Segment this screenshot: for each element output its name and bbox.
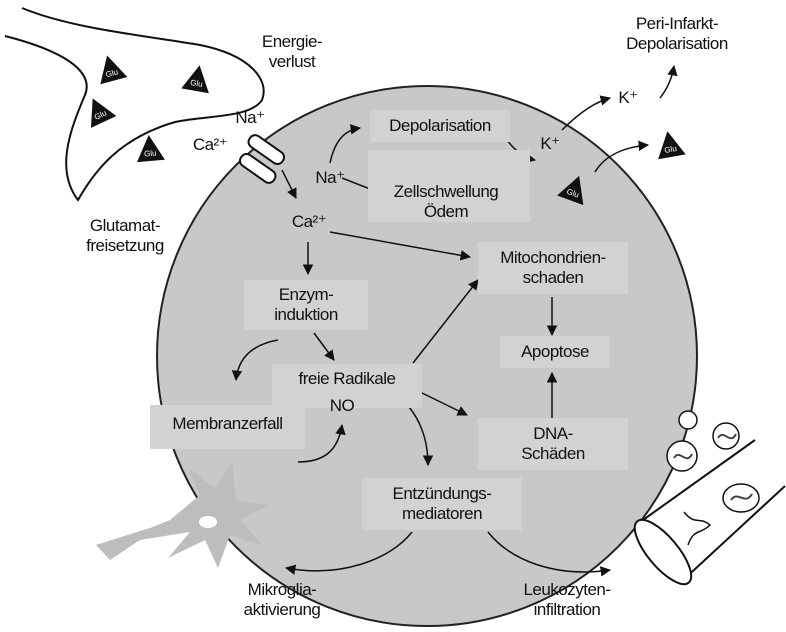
label-ca-inner: Ca²⁺ (285, 212, 333, 232)
presynaptic-terminal (5, 8, 264, 200)
arrow-k-out (562, 98, 610, 130)
label-mitochondrien: Mitochondrien-schaden (478, 248, 628, 288)
microglia-nucleus (199, 516, 217, 528)
label-na-outer: Na⁺ (230, 108, 270, 128)
label-mikroglia: Mikroglia-aktivierung (222, 580, 342, 620)
label-dna: DNA-Schäden (478, 424, 628, 464)
label-peri-infarkt: Peri-Infarkt-Depolarisation (602, 14, 752, 54)
label-k-outer: K⁺ (610, 88, 646, 108)
glu-label: Glu (144, 148, 157, 158)
glu-triangle: Glu (135, 134, 165, 162)
label-depolarisation: Depolarisation (370, 116, 510, 136)
arrow-peri-infarkt (660, 66, 674, 98)
label-freie-radikale: freie Radikale (272, 369, 422, 389)
label-no: NO (320, 396, 364, 416)
label-ca-outer: Ca²⁺ (186, 135, 234, 155)
label-entzuendung: Entzündungs-mediatoren (362, 484, 522, 524)
label-membranzerfall: Membranzerfall (150, 414, 305, 434)
label-na-inner: Na⁺ (310, 168, 350, 188)
label-apoptose: Apoptose (500, 342, 610, 362)
label-leukozyten: Leukozyten-infiltration (502, 580, 632, 620)
label-glutamat-freisetzung: Glutamat-freisetzung (60, 216, 190, 256)
label-k-inner: K⁺ (532, 134, 568, 154)
label-energieverlust: Energie-verlust (232, 32, 352, 72)
glu-triangle: Glu (654, 129, 686, 159)
label-enzym: Enzym-induktion (244, 285, 368, 325)
